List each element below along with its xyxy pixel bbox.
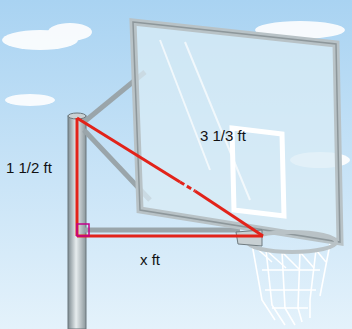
right-triangle <box>77 118 263 236</box>
hypotenuse-dimension: 3 1/3 ft <box>200 128 246 145</box>
right-angle-mark <box>77 224 89 236</box>
pole <box>68 116 86 329</box>
net <box>252 244 330 325</box>
backboard <box>133 22 340 242</box>
height-dimension: 1 1/2 ft <box>6 160 52 177</box>
base-dimension: x ft <box>140 252 160 269</box>
